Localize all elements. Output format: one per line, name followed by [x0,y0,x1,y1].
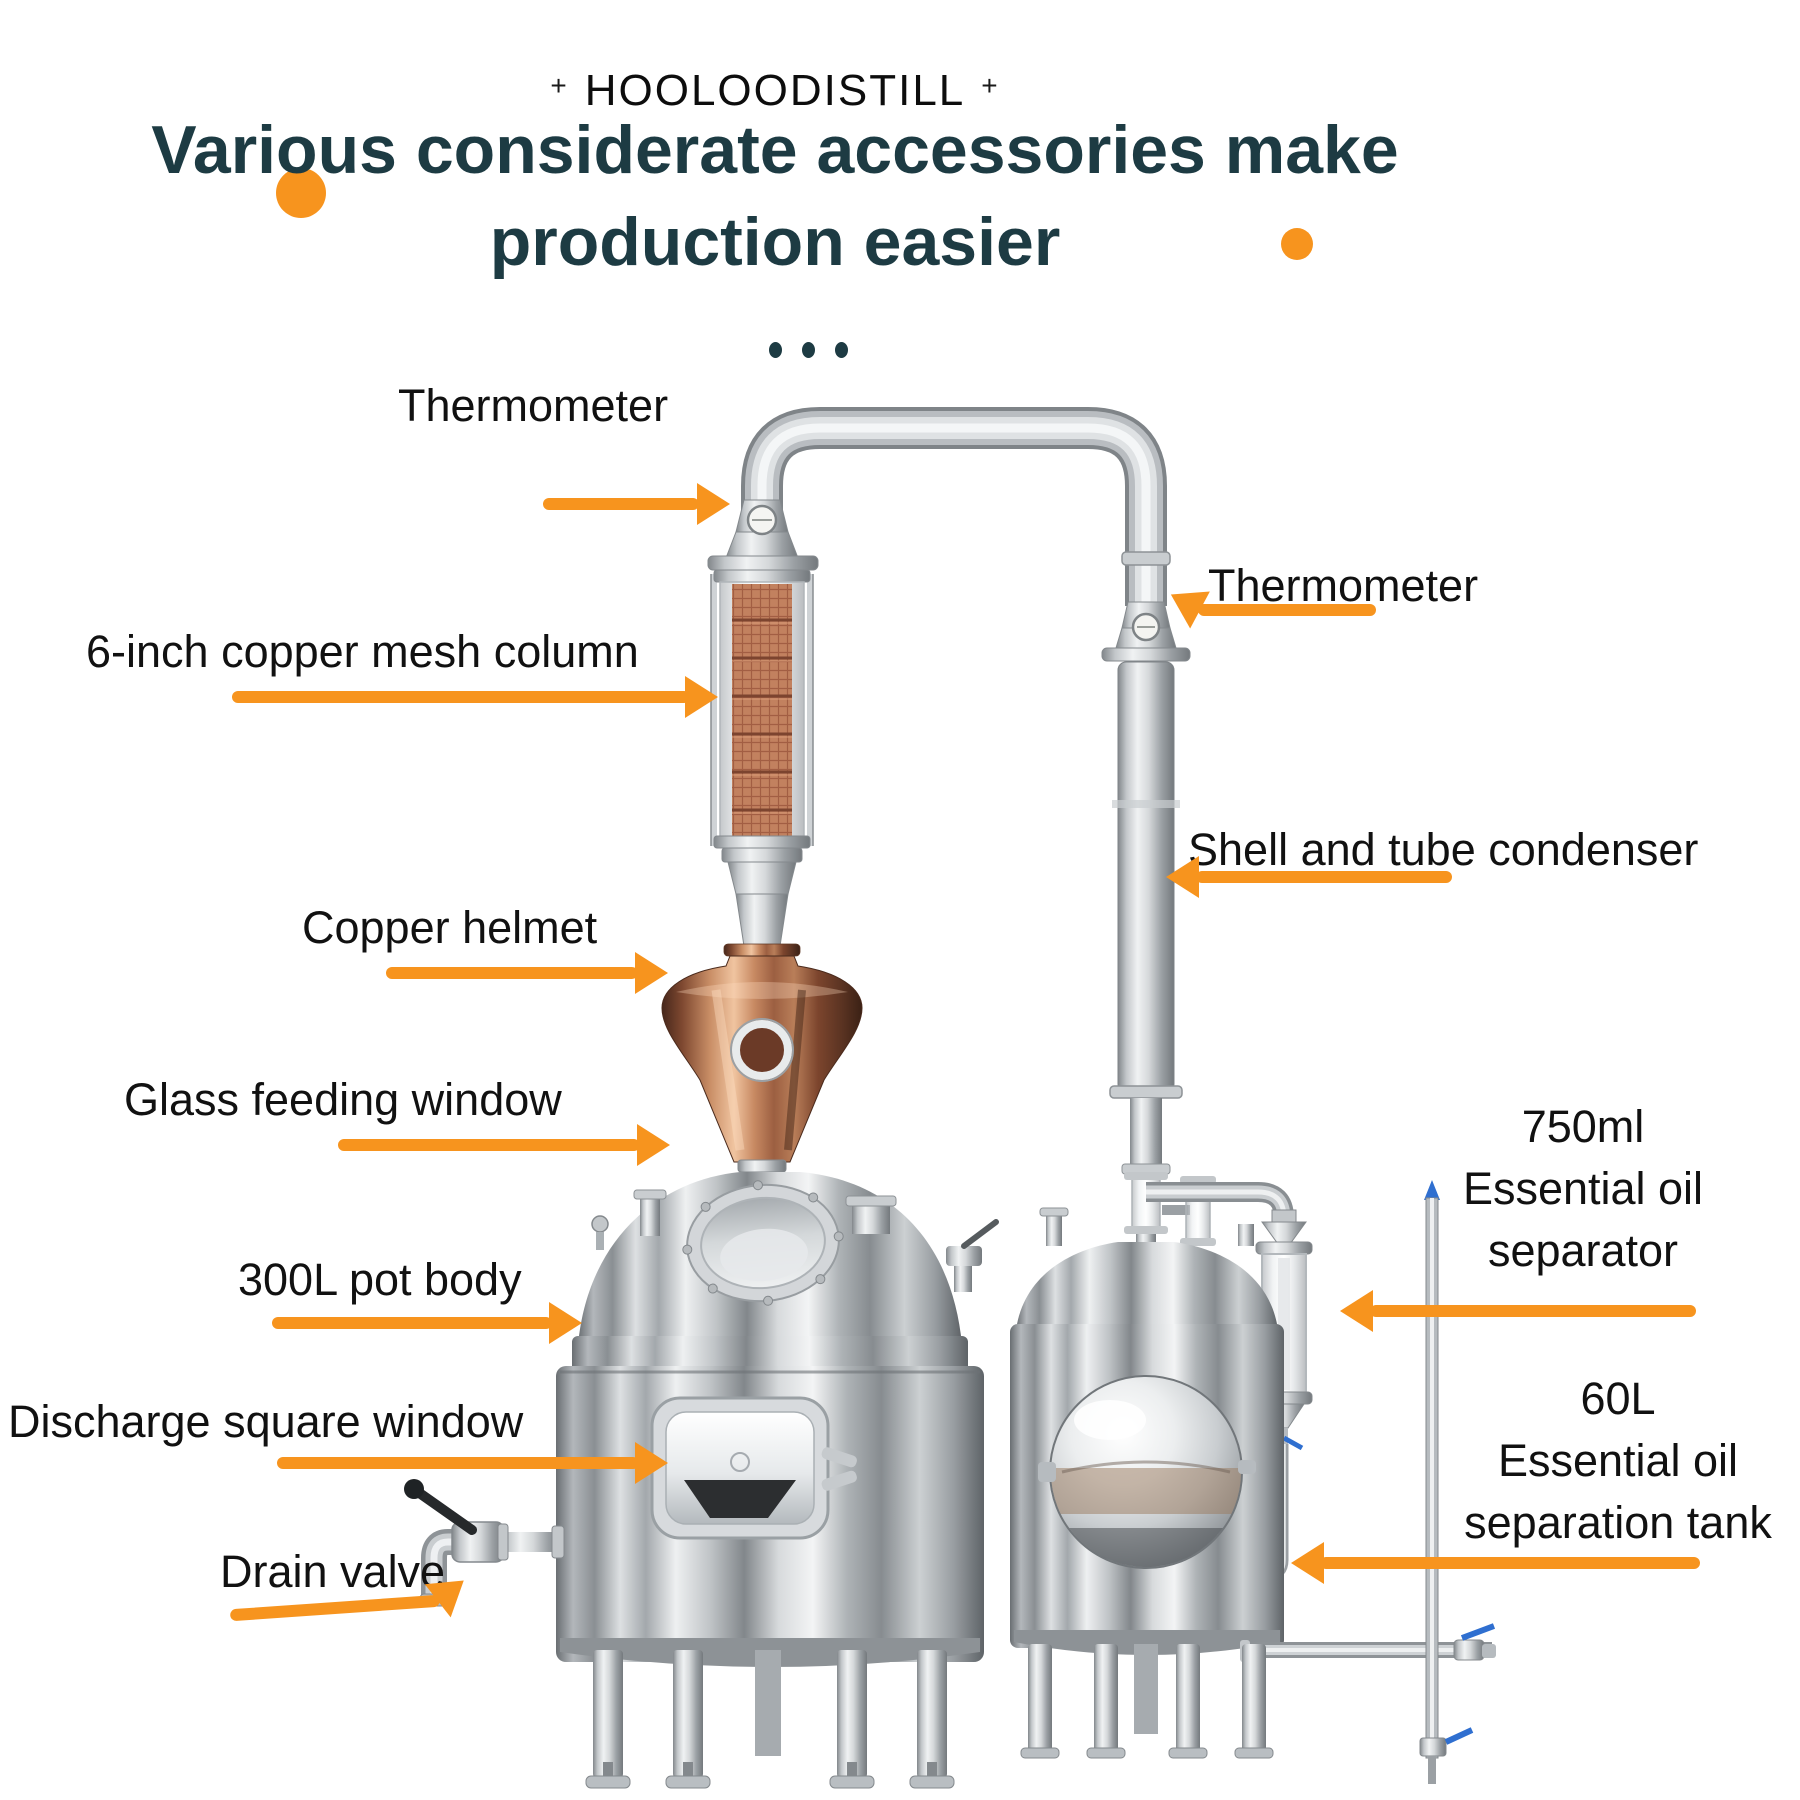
label-copper-helmet: Copper helmet [302,902,598,953]
swan-neck-pipe [741,407,1171,606]
accent-dot-left [276,168,326,218]
brand-name: HOOLOODISTILL [584,66,966,115]
label-drain-valve: Drain valve [220,1546,446,1597]
discharge-square-window-shape [638,1396,857,1540]
glass-feeding-window-shape [682,1180,844,1306]
copper-helmet-shape [661,955,863,1194]
thin-sampling-pipe [1419,1180,1474,1784]
discharge-window-arrow-icon [277,1442,669,1484]
label-glass-window: Glass feeding window [124,1074,562,1125]
title-dots [0,342,1616,363]
label-tank-volume: 60L [1580,1373,1656,1424]
thermometer-fitting-left [707,499,819,571]
pot-still [404,1172,999,1789]
label-mesh-column: 6-inch copper mesh column [86,626,639,677]
accent-dot-right [1281,228,1313,260]
glass-window-arrow-icon [338,1124,670,1166]
label-discharge-window: Discharge square window [8,1396,524,1447]
label-separator-volume: 750ml [1521,1101,1645,1152]
brand-header: + HOOLOODISTILL + [0,66,1550,116]
separation-tank-shape [1010,1207,1496,1759]
label-separator-line3: separator [1487,1225,1679,1276]
label-tank-line2: Essential oil [1497,1435,1739,1486]
pot-body-arrow-icon [272,1302,583,1344]
mesh-column-arrow-icon [232,676,719,718]
oil-separator-arrow-icon [1340,1290,1696,1332]
label-pot-body: 300L pot body [238,1254,522,1305]
page-title: Various considerate accessories make pro… [151,112,1399,281]
label-tank-line3: separation tank [1464,1497,1772,1548]
copper-helmet-arrow-icon [386,952,669,994]
label-thermometer-left: Thermometer [398,380,669,431]
condenser-column [1101,601,1294,1265]
label-separation-tank: 60L Essential oil separation tank [1428,1368,1800,1554]
sphere-tank [1038,1375,1256,1569]
condenser-arrow-icon [1165,856,1452,898]
column-reducer [723,861,801,957]
pot-legs [585,1650,955,1789]
thermometer-left-arrow-icon [543,483,731,525]
label-oil-separator: 750ml Essential oil separator [1413,1096,1753,1282]
tank-legs [1020,1644,1274,1759]
plus-icon: + [550,70,569,101]
label-condenser: Shell and tube condenser [1188,824,1699,875]
label-separator-line2: Essential oil [1462,1163,1704,1214]
plus-icon: + [981,70,1000,101]
label-thermometer-right: Thermometer [1208,560,1479,611]
thermometer-right-arrow-icon [1160,575,1376,629]
separation-tank-arrow-icon [1290,1542,1700,1584]
copper-mesh-column [710,569,814,863]
